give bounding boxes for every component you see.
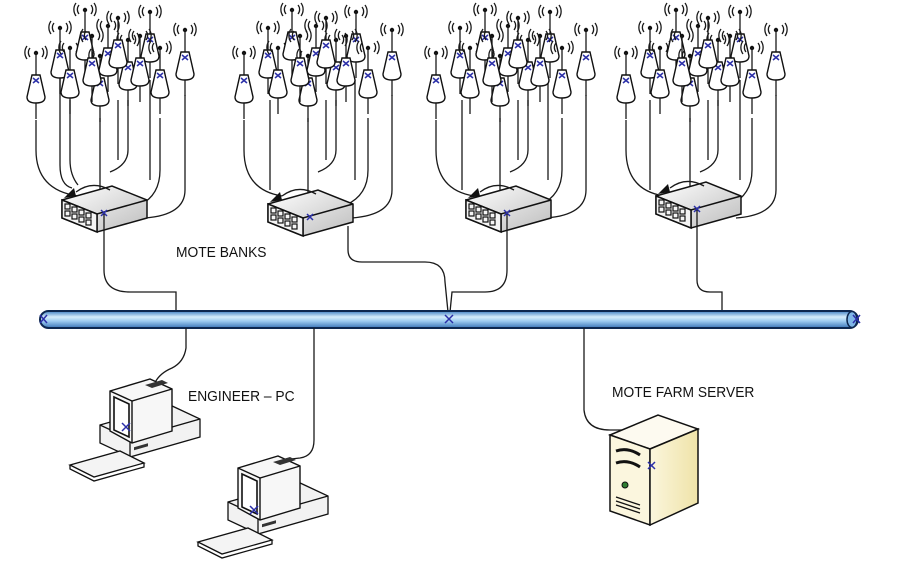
mote-farm-server-label: MOTE FARM SERVER [612, 384, 755, 401]
engineer-pc-2[interactable] [197, 455, 329, 559]
mote-bank-3 [424, 2, 598, 313]
mote-banks-label: MOTE BANKS [176, 244, 267, 261]
mote-farm-server[interactable] [607, 414, 701, 527]
bus-terminator-left [39, 314, 48, 324]
bus-tap-center [444, 314, 454, 324]
pc-2-cable [281, 328, 315, 461]
engineer-pc-1[interactable] [69, 378, 201, 482]
network-bus [39, 310, 861, 329]
bus-terminator-right [852, 314, 861, 324]
mote-bank-1 [24, 2, 197, 312]
engineer-pc-label: ENGINEER – PC [188, 388, 295, 405]
mote-bank-4 [614, 2, 788, 312]
mote-bank-2 [232, 2, 449, 313]
pc-1-cable [153, 328, 187, 386]
